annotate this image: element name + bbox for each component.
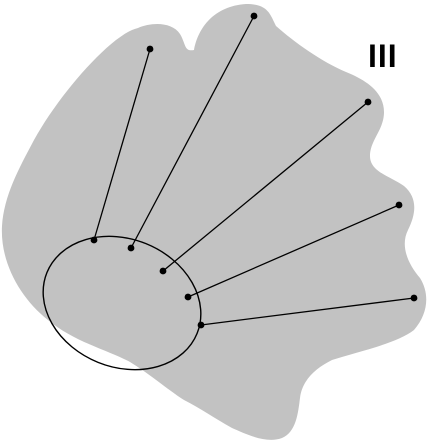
end-node-3 [365, 99, 372, 106]
panel-label: III [368, 40, 398, 72]
end-node-2 [251, 13, 258, 20]
end-node-5 [411, 295, 418, 302]
attachment-node-2 [128, 245, 135, 252]
attachment-node-5 [198, 322, 205, 329]
end-node-4 [396, 202, 403, 209]
shaded-region [2, 4, 426, 440]
attachment-node-1 [91, 237, 98, 244]
attachment-node-3 [160, 268, 167, 275]
end-node-1 [147, 46, 154, 53]
attachment-node-4 [185, 294, 192, 301]
